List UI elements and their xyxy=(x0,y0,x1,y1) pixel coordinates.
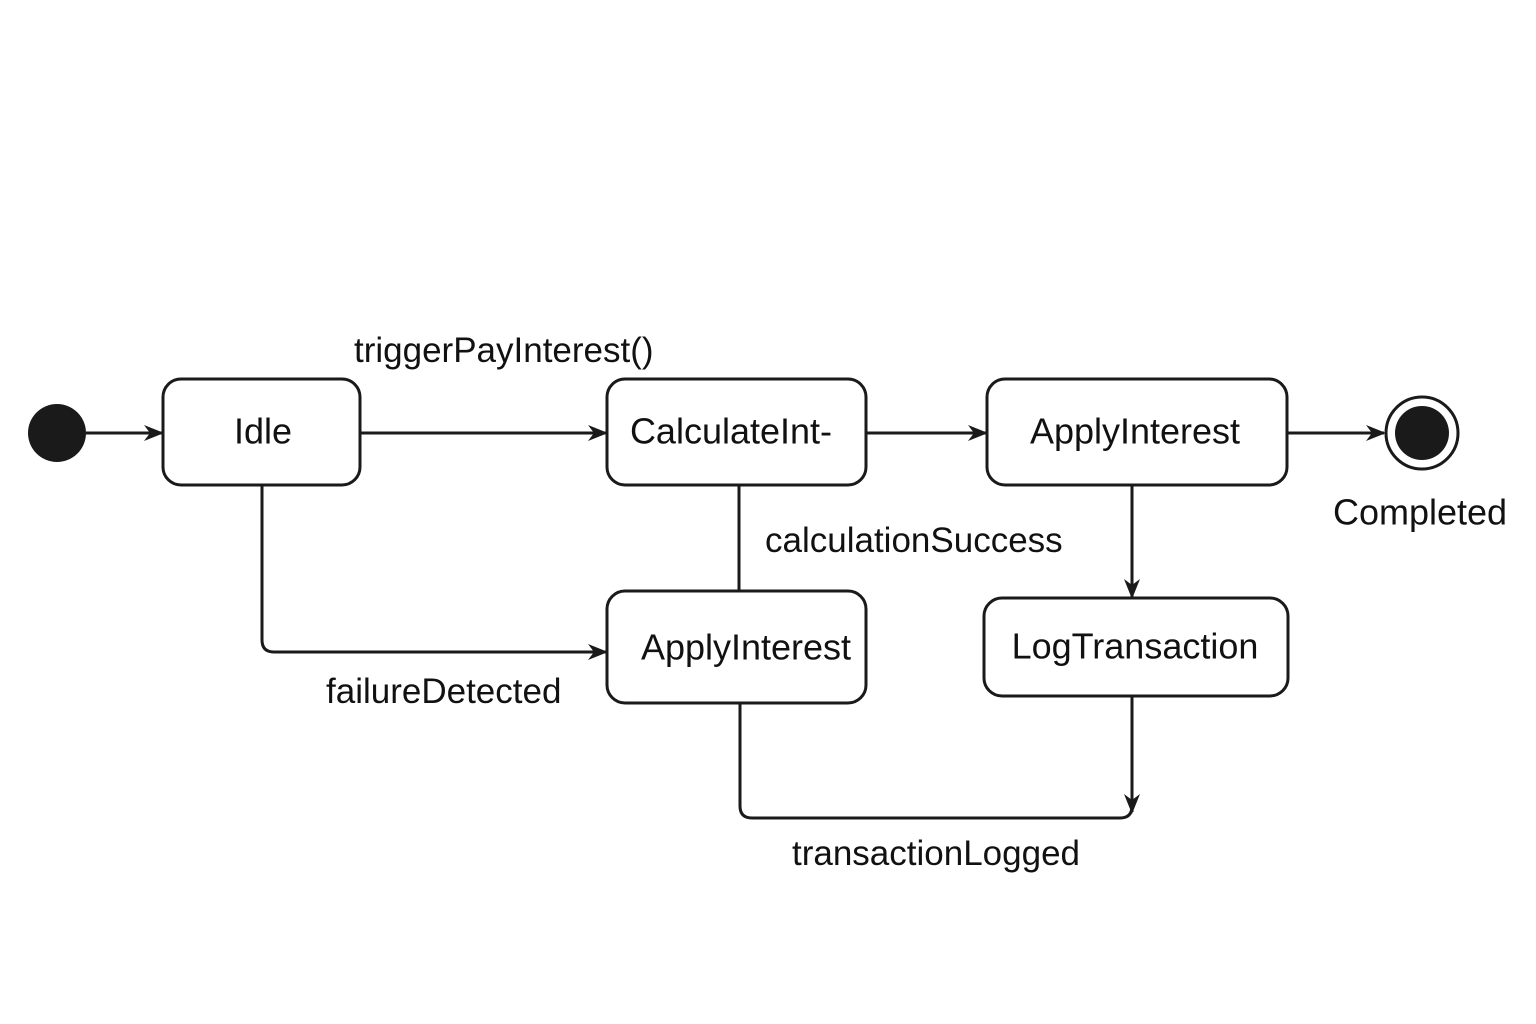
state-apply-interest-top[interactable]: ApplyInterest xyxy=(985,377,1289,487)
state-log-transaction[interactable]: LogTransaction xyxy=(982,596,1290,698)
state-idle[interactable]: Idle xyxy=(161,377,362,487)
state-apply-bottom-label: ApplyInterest xyxy=(641,627,851,668)
state-apply-interest-bottom[interactable]: ApplyInterest xyxy=(605,589,868,705)
state-log-label: LogTransaction xyxy=(1012,626,1259,667)
initial-state-node xyxy=(28,404,86,462)
final-state-node xyxy=(1384,395,1460,471)
edge-idle-to-apply-bottom xyxy=(260,485,608,660)
state-calculate-interest[interactable]: CalculateInt- xyxy=(605,377,868,487)
final-state-label: Completed xyxy=(1333,492,1507,533)
state-idle-label: Idle xyxy=(234,411,292,452)
state-calculate-label: CalculateInt- xyxy=(630,411,832,452)
state-apply-top-label: ApplyInterest xyxy=(1030,411,1240,452)
transition-label-failure: failureDetected xyxy=(326,672,561,711)
transition-label-calc-success: calculationSuccess xyxy=(765,521,1063,560)
edge-apply-bottom-to-log xyxy=(738,703,1134,820)
transition-label-logged: transactionLogged xyxy=(792,834,1080,873)
transition-label-trigger: triggerPayInterest() xyxy=(354,331,654,370)
